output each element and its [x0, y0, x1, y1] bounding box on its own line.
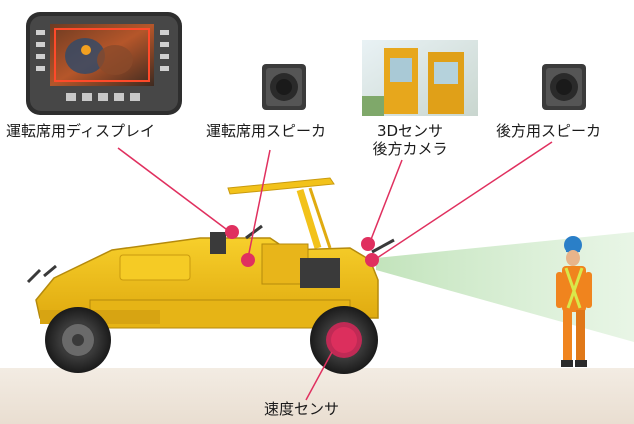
leader-lines — [117, 141, 553, 401]
rear-speaker-image — [542, 64, 586, 110]
label-driver-display: 運転席用ディスプレイ — [6, 122, 155, 140]
marker-rear-speaker — [365, 253, 379, 267]
display-monitor-image — [26, 12, 182, 115]
leader-speed-sensor — [305, 351, 333, 401]
driver-speaker-image — [262, 64, 306, 110]
label-rear-speaker: 後方用スピーカ — [496, 122, 602, 140]
marker-driver-speaker — [241, 253, 255, 267]
marker-sensor-camera — [361, 237, 375, 251]
leader-rear-speaker — [373, 141, 553, 261]
label-sensor-line1: 3Dセンサ — [376, 122, 444, 140]
marker-display — [225, 225, 239, 239]
rear-camera-image — [362, 40, 478, 116]
label-sensor-camera: 3Dセンサ 後方カメラ — [370, 122, 450, 158]
label-driver-speaker: 運転席用スピーカ — [206, 122, 327, 140]
label-speed-sensor: 速度センサ — [264, 400, 340, 418]
worker-figure — [556, 236, 592, 367]
leader-driver-speaker — [247, 149, 271, 259]
leader-display — [117, 147, 231, 233]
label-camera-line2: 後方カメラ — [372, 140, 448, 158]
ground — [0, 368, 634, 424]
markers — [225, 225, 379, 353]
marker-speed-sensor — [331, 327, 357, 353]
detection-zone — [376, 232, 634, 342]
leader-sensor-camera — [369, 159, 403, 243]
tire-roller-machine — [26, 177, 395, 374]
